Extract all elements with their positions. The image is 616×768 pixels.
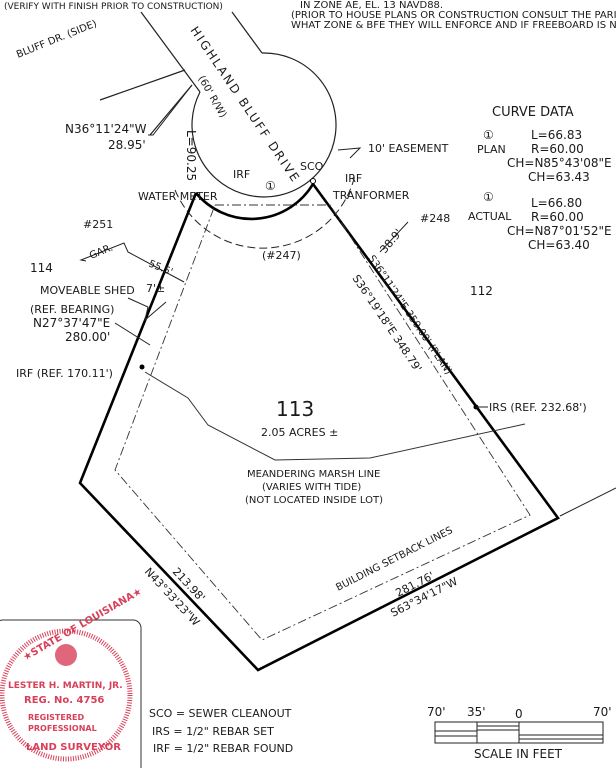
ref-bearing: (REF. BEARING) bbox=[30, 303, 114, 316]
irf-ref-left: IRF (REF. 170.11') bbox=[16, 367, 113, 380]
actual-marker: ① bbox=[483, 190, 494, 204]
highland-bluff-drive-label: HIGHLAND BLUFF DRIVE bbox=[188, 24, 303, 186]
stamp-name: LESTER H. MARTIN, JR. bbox=[8, 681, 123, 691]
shed-dist: 7'± bbox=[146, 282, 165, 295]
actual-l: L=66.80 bbox=[531, 196, 582, 210]
easement-label: 10' EASEMENT bbox=[368, 142, 449, 155]
irf-marker-left bbox=[139, 364, 145, 370]
stamp-line1: REGISTERED bbox=[28, 713, 84, 722]
scale-tick-1: 35' bbox=[467, 705, 486, 719]
actual-chb: CH=N87°01'52"E bbox=[507, 224, 612, 238]
sco-label: SCO bbox=[300, 160, 324, 173]
shed-label: MOVEABLE SHED bbox=[40, 284, 135, 297]
house-248: #248 bbox=[420, 212, 450, 225]
dist-gar: 55.5' bbox=[147, 259, 174, 279]
flood-note-2: (PRIOR TO HOUSE PLANS OR CONSTRUCTION CO… bbox=[291, 10, 616, 21]
note-top-cut: (VERIFY WITH FINISH PRIOR TO CONSTRUCTIO… bbox=[4, 2, 223, 12]
plan-l: L=66.83 bbox=[531, 128, 582, 142]
dist-nw: 28.95' bbox=[108, 138, 146, 152]
garage-label: GAR. bbox=[88, 242, 115, 261]
setback-line bbox=[114, 204, 531, 641]
marsh-line bbox=[144, 371, 526, 461]
legend-irf: IRF = 1/2" REBAR FOUND bbox=[153, 742, 293, 755]
irf-right-label: IRF bbox=[345, 172, 362, 185]
legend-sco: SCO = SEWER CLEANOUT bbox=[149, 707, 292, 720]
bearing-left: N27°37'47"E bbox=[33, 316, 110, 330]
surveyor-stamp: ★STATE OF LOUISIANA★ LESTER H. MARTIN, J… bbox=[0, 586, 144, 768]
lot-113-number: 113 bbox=[276, 397, 314, 421]
lot-112: 112 bbox=[470, 284, 493, 298]
actual-r: R=60.00 bbox=[531, 210, 584, 224]
plan-marker: ① bbox=[483, 128, 494, 142]
shed-outline bbox=[127, 297, 167, 322]
flood-note-3: WHAT ZONE & BFE THEY WILL ENFORCE AND IF… bbox=[291, 20, 616, 31]
water-meter-label: WATER METER bbox=[138, 190, 218, 203]
scale-tick-3: 70' bbox=[593, 705, 612, 719]
curve-data-title: CURVE DATA bbox=[492, 105, 574, 120]
flood-note-1: IN ZONE AE, EL. 13 NAVD88. bbox=[300, 0, 443, 11]
scale-tick-0: 70' bbox=[427, 705, 446, 719]
plan-ch: CH=63.43 bbox=[528, 170, 590, 184]
house-247: (#247) bbox=[262, 249, 301, 262]
scale-bar bbox=[434, 721, 604, 744]
bearing-nw: N36°11'24"W bbox=[65, 122, 147, 136]
dist-38-9: 38.9' bbox=[377, 226, 405, 255]
curve-data-table: CURVE DATA ① PLAN L=66.83 R=60.00 CH=N85… bbox=[468, 105, 612, 252]
scale-title: SCALE IN FEET bbox=[474, 747, 563, 761]
plan-chb: CH=N85°43'08"E bbox=[507, 156, 612, 170]
bluff-dr-side-label: BLUFF DR. (SIDE) bbox=[15, 18, 99, 60]
marsh-line-1: MEANDERING MARSH LINE bbox=[247, 469, 380, 480]
dist-left: 280.00' bbox=[65, 330, 110, 344]
marsh-line-3: (NOT LOCATED INSIDE LOT) bbox=[245, 495, 383, 506]
sco-marker bbox=[310, 178, 316, 184]
scale-tick-2: 0 bbox=[515, 707, 523, 721]
arc-length: L=90.25 bbox=[184, 130, 198, 181]
marsh-line-2: (VARIES WITH TIDE) bbox=[262, 482, 361, 493]
garage-outline bbox=[79, 242, 185, 283]
acreage: 2.05 ACRES ± bbox=[261, 426, 338, 439]
plan-r: R=60.00 bbox=[531, 142, 584, 156]
legend-irs: IRS = 1/2" REBAR SET bbox=[152, 725, 274, 738]
transformer-label: TRANFORMER bbox=[332, 189, 410, 202]
stamp-reg: REG. No. 4756 bbox=[24, 695, 104, 706]
plan-label: PLAN bbox=[477, 143, 506, 156]
irf-left-label: IRF bbox=[233, 168, 250, 181]
lot-114: 114 bbox=[30, 261, 53, 275]
stamp-bottom: LAND SURVEYOR bbox=[26, 742, 121, 753]
irs-ref-right: IRS (REF. 232.68') bbox=[489, 401, 587, 414]
stamp-line2: PROFESSIONAL bbox=[28, 724, 97, 733]
actual-label: ACTUAL bbox=[468, 210, 512, 223]
house-251: #251 bbox=[83, 218, 113, 231]
curve-marker: ① bbox=[265, 179, 276, 193]
actual-ch: CH=63.40 bbox=[528, 238, 590, 252]
